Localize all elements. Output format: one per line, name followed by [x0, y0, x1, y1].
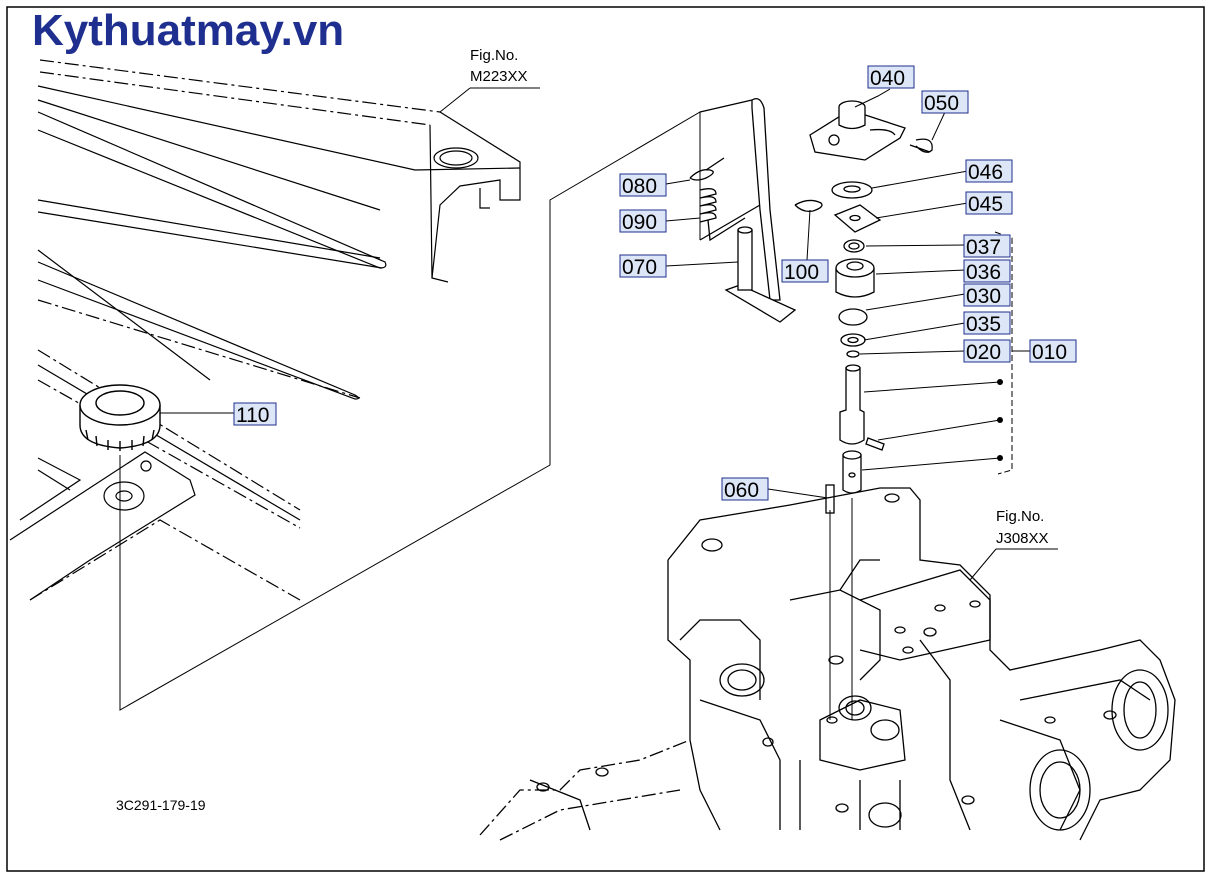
part-label-020: 020: [963, 339, 1011, 364]
svg-text:060: 060: [724, 479, 759, 502]
leader-lines: [665, 88, 1030, 720]
svg-text:036: 036: [966, 261, 1001, 284]
svg-text:090: 090: [622, 211, 657, 234]
part-label-037: 037: [963, 234, 1011, 259]
part-label-040: 040: [867, 65, 915, 90]
svg-text:040: 040: [870, 67, 905, 90]
svg-text:045: 045: [968, 193, 1003, 216]
part-label-035: 035: [963, 311, 1011, 336]
fig-ref-number: M223XX: [470, 68, 528, 85]
svg-text:010: 010: [1032, 341, 1067, 364]
watermark-logo: Kythuatmay.vn: [32, 6, 345, 55]
part-label-080: 080: [619, 173, 667, 198]
part-labels: 040 050 046 045 037 036 030 035 020 010 …: [233, 65, 1077, 502]
fig-ref-label: Fig.No.: [996, 508, 1044, 525]
part-label-030: 030: [963, 283, 1011, 308]
fig-ref-j308: Fig.No. J308XX: [969, 508, 1058, 581]
svg-text:035: 035: [966, 313, 1001, 336]
svg-text:050: 050: [924, 92, 959, 115]
svg-text:030: 030: [966, 285, 1001, 308]
part-label-046: 046: [965, 159, 1013, 184]
svg-text:037: 037: [966, 236, 1001, 259]
part-label-045: 045: [965, 191, 1013, 216]
lever-assembly: [689, 97, 823, 323]
svg-text:046: 046: [968, 161, 1003, 184]
svg-text:080: 080: [622, 175, 657, 198]
part-label-050: 050: [921, 90, 969, 115]
ref-dots: [997, 379, 1003, 461]
part-label-010: 010: [1029, 339, 1077, 364]
part-label-060: 060: [721, 477, 769, 502]
part-label-036: 036: [963, 259, 1011, 284]
svg-text:070: 070: [622, 256, 657, 279]
svg-text:110: 110: [236, 404, 269, 427]
part-label-070: 070: [619, 254, 667, 279]
part-label-100: 100: [781, 259, 829, 284]
knob-110: [79, 384, 161, 451]
hydraulic-housing: [479, 487, 1176, 841]
svg-text:020: 020: [966, 341, 1001, 364]
fig-ref-number: J308XX: [996, 530, 1049, 547]
drawing-border: [6, 6, 1205, 872]
part-label-110: 110: [233, 402, 277, 427]
svg-text:100: 100: [784, 261, 819, 284]
part-label-090: 090: [619, 209, 667, 234]
fig-ref-m223: Fig.No. M223XX: [439, 47, 540, 113]
drawing-code: 3C291-179-19: [116, 797, 206, 813]
upper-panel: [9, 59, 521, 601]
valve-stack: [809, 100, 933, 514]
fig-ref-label: Fig.No.: [470, 47, 518, 64]
